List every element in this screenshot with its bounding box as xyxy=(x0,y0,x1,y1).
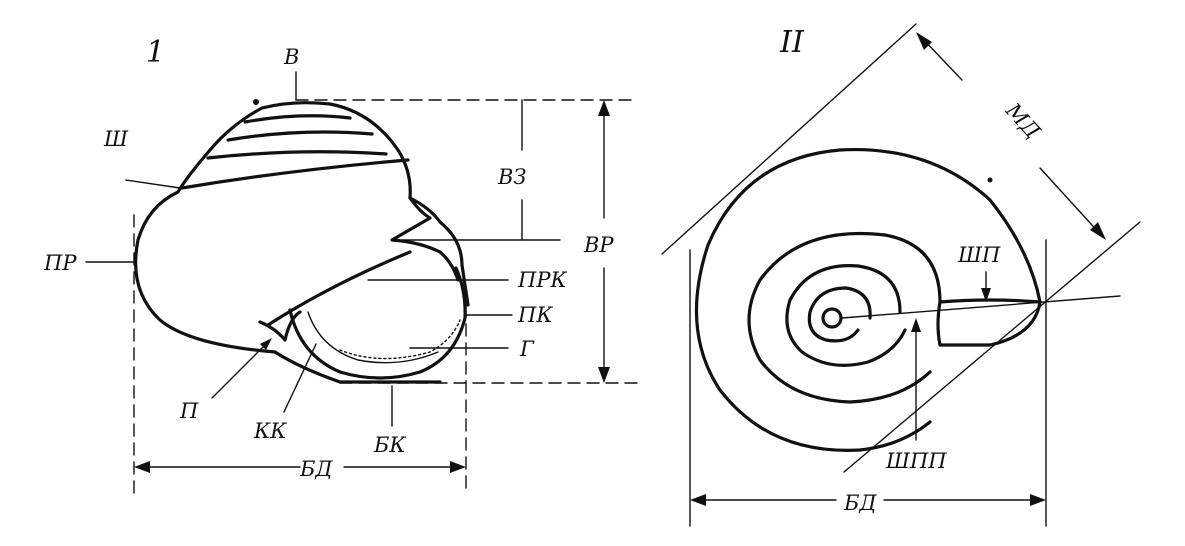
label-suture: Ш xyxy=(103,127,129,151)
label-basal-lip: БК xyxy=(373,433,406,457)
label-periphery: ПР xyxy=(43,251,77,275)
label-spire-height: ВЗ xyxy=(497,165,527,189)
umbilicus-arrow xyxy=(260,338,272,350)
arrow-down xyxy=(598,367,610,383)
label-major-diameter-left: БД xyxy=(299,457,333,481)
measurements-right xyxy=(661,23,1141,527)
spiral-whorl-2 xyxy=(747,231,942,404)
label-apex: В xyxy=(283,45,299,69)
tangent-line-upper xyxy=(661,23,917,255)
figure-number-left: 1 xyxy=(146,35,165,70)
umbilicus-curve xyxy=(258,310,302,342)
label-aperture-width: ШПП xyxy=(885,449,947,473)
arrow-right xyxy=(450,461,466,473)
spiral-whorl-4 xyxy=(807,286,872,343)
arrow-left xyxy=(134,461,150,473)
label-minor-diameter: МД xyxy=(1000,98,1045,144)
arrow-up xyxy=(598,100,610,116)
measurements-left xyxy=(85,71,641,501)
apex-dot xyxy=(253,99,259,105)
last-whorl-edge xyxy=(390,196,460,282)
spiral-apex xyxy=(821,307,843,329)
arrow-whorl-width xyxy=(981,288,991,302)
suture-leader xyxy=(125,179,181,189)
aperture-top xyxy=(936,298,1042,347)
spiral-whorl-3 xyxy=(785,264,907,367)
arrow-md-top xyxy=(916,32,932,50)
arrow-md-bottom xyxy=(1090,222,1106,240)
label-umbilicus: П xyxy=(179,399,199,423)
lip-dotted xyxy=(339,319,461,360)
columellar-leader xyxy=(283,343,317,413)
spiral-outer-whorl xyxy=(694,147,1042,452)
aperture-upper-edge xyxy=(266,250,412,327)
arrow-bd-right xyxy=(1030,494,1046,506)
ink-dot xyxy=(987,177,993,183)
arrow-bd-left xyxy=(690,494,706,506)
label-upper-lip-edge: ПРК xyxy=(517,268,567,292)
aperture-oval xyxy=(288,266,467,380)
label-aperture: Г xyxy=(519,337,535,361)
whorl-suture xyxy=(206,150,388,160)
aperture-inner-oval xyxy=(307,311,439,364)
axis-line xyxy=(841,295,1121,319)
label-outer-lip: ПК xyxy=(517,303,553,327)
label-shell-height: ВР xyxy=(583,233,614,257)
minor-diameter-line-bottom xyxy=(1039,167,1103,237)
tangent-line-lower xyxy=(843,221,1141,473)
figure-number-right: II xyxy=(779,25,805,60)
label-columellar-lip: КК xyxy=(253,419,287,443)
shell-body-outline xyxy=(134,101,470,354)
basal-lip-outline xyxy=(273,350,442,384)
umbilicus-leader xyxy=(211,339,271,399)
whorl-suture xyxy=(226,130,374,142)
shell-side-view xyxy=(134,99,470,384)
label-whorl-width: ШП xyxy=(957,243,1001,267)
arrow-aperture-width xyxy=(911,318,921,332)
label-major-diameter-right: БД xyxy=(843,491,877,515)
whorl-suture-main xyxy=(180,158,410,190)
whorl-suture xyxy=(243,114,352,124)
shell-top-view xyxy=(694,147,1042,452)
